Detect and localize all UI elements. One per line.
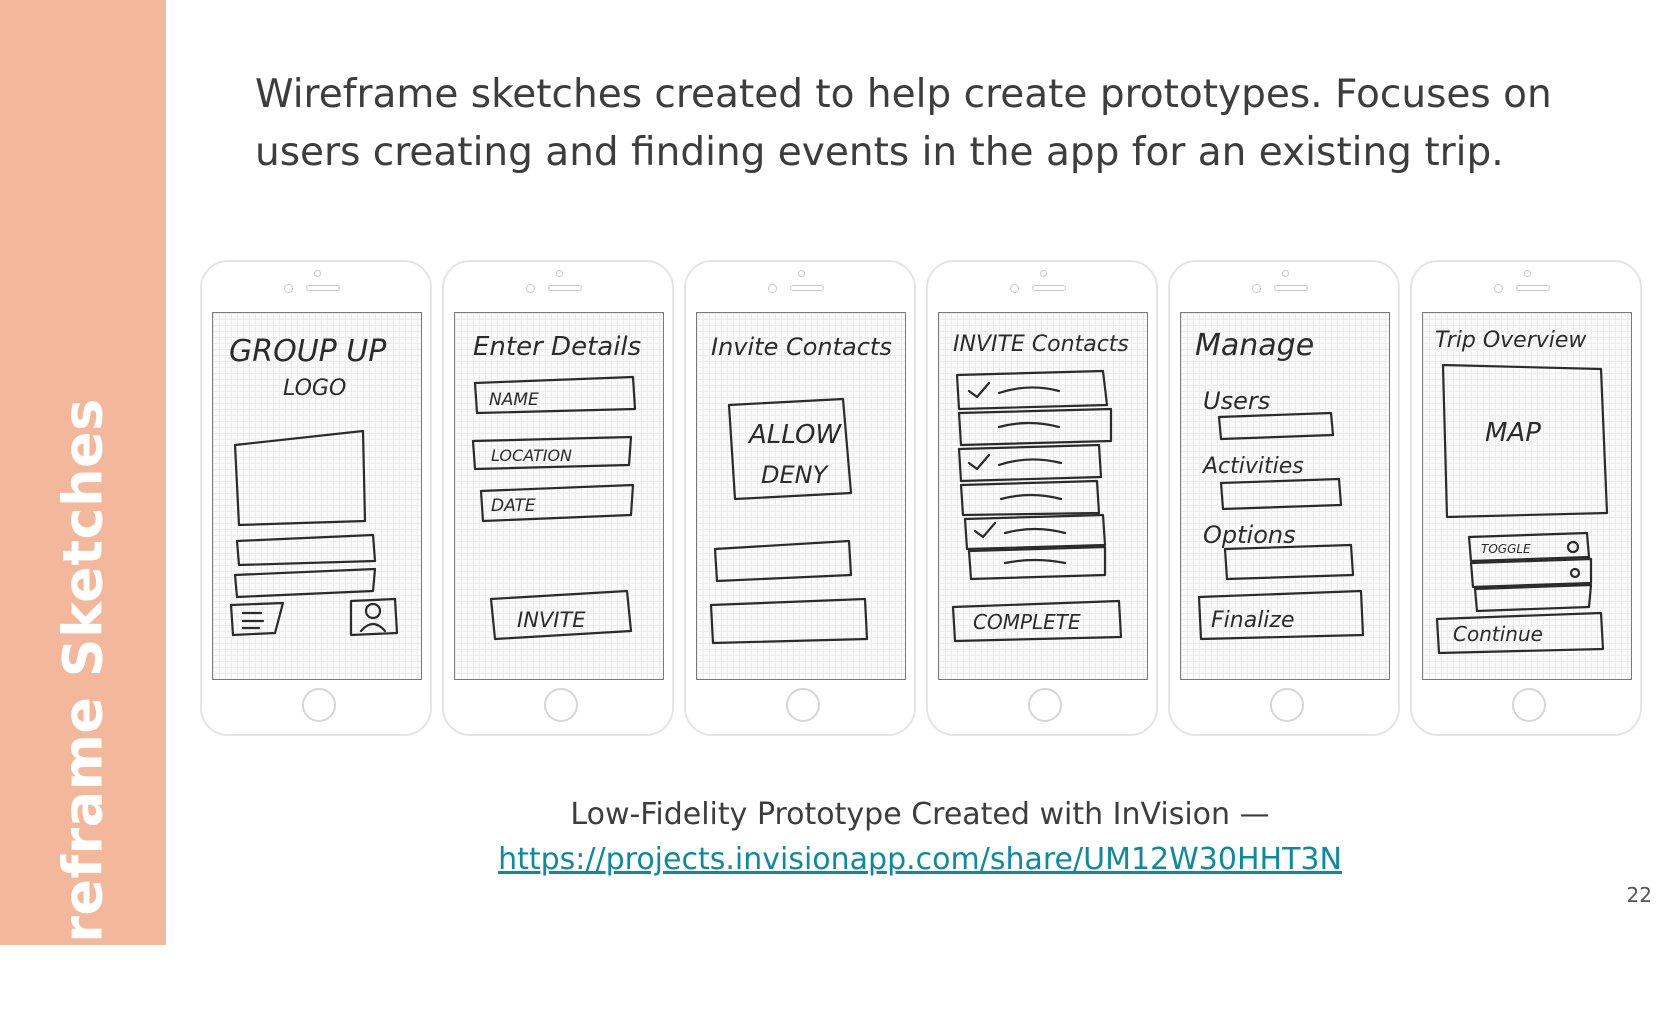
wf6-button: Continue — [1453, 622, 1543, 646]
screen-5: Manage Users Activities Options Finalize — [1180, 312, 1390, 680]
screen-1: GROUP UP LOGO — [212, 312, 422, 680]
wf4-button: COMPLETE — [973, 610, 1081, 634]
screen-6: Trip Overview MAP TOGGLE Continue — [1422, 312, 1632, 680]
phone-1: GROUP UP LOGO — [200, 260, 432, 736]
wf3-title: Invite Contacts — [711, 333, 892, 361]
wf4-title: INVITE Contacts — [953, 332, 1129, 357]
intro-line-2: users creating and finding events in the… — [255, 130, 1504, 175]
wf2-field-2: LOCATION — [491, 446, 572, 465]
wf5-button: Finalize — [1211, 608, 1295, 633]
screen-3: Invite Contacts ALLOW DENY — [696, 312, 906, 680]
page-number: 22 — [1626, 883, 1652, 907]
wf5-section-1: Users — [1203, 387, 1270, 415]
wf6-toggle-label: TOGGLE — [1481, 542, 1531, 556]
wf2-button: INVITE — [517, 608, 586, 632]
wf2-field-1: NAME — [489, 390, 539, 410]
wf6-map-label: MAP — [1485, 418, 1541, 448]
phone-6: Trip Overview MAP TOGGLE Continue — [1410, 260, 1642, 736]
wf5-section-3: Options — [1203, 521, 1296, 549]
screen-4: INVITE Contacts COMPLETE — [938, 312, 1148, 680]
wf3-option-2: DENY — [761, 461, 830, 489]
caption-text: Low-Fidelity Prototype Created with InVi… — [570, 797, 1270, 832]
wf2-title: Enter Details — [473, 332, 641, 362]
wf3-option-1: ALLOW — [747, 420, 842, 450]
wf1-title: GROUP UP — [229, 334, 387, 369]
wf5-title: Manage — [1195, 328, 1314, 363]
screen-2: Enter Details NAME LOCATION DATE INVITE — [454, 312, 664, 680]
wf5-section-2: Activities — [1201, 454, 1304, 479]
intro-line-1: Wireframe sketches created to help creat… — [255, 72, 1552, 117]
invision-link[interactable]: https://projects.invisionapp.com/share/U… — [498, 842, 1342, 877]
phone-4: INVITE Contacts COMPLETE — [926, 260, 1158, 736]
wf2-field-3: DATE — [491, 496, 536, 516]
phone-5: Manage Users Activities Options Finalize — [1168, 260, 1400, 736]
wf1-subtitle: LOGO — [283, 376, 346, 401]
sidebar — [0, 0, 166, 945]
intro-text: Wireframe sketches created to help creat… — [255, 66, 1625, 182]
wf6-title: Trip Overview — [1435, 328, 1587, 353]
section-title: Wireframe Sketches — [51, 398, 115, 1022]
phone-2: Enter Details NAME LOCATION DATE INVITE — [442, 260, 674, 736]
wireframe-strip: GROUP UP LOGO Enter Details NAME L — [200, 260, 1642, 740]
phone-3: Invite Contacts ALLOW DENY — [684, 260, 916, 736]
